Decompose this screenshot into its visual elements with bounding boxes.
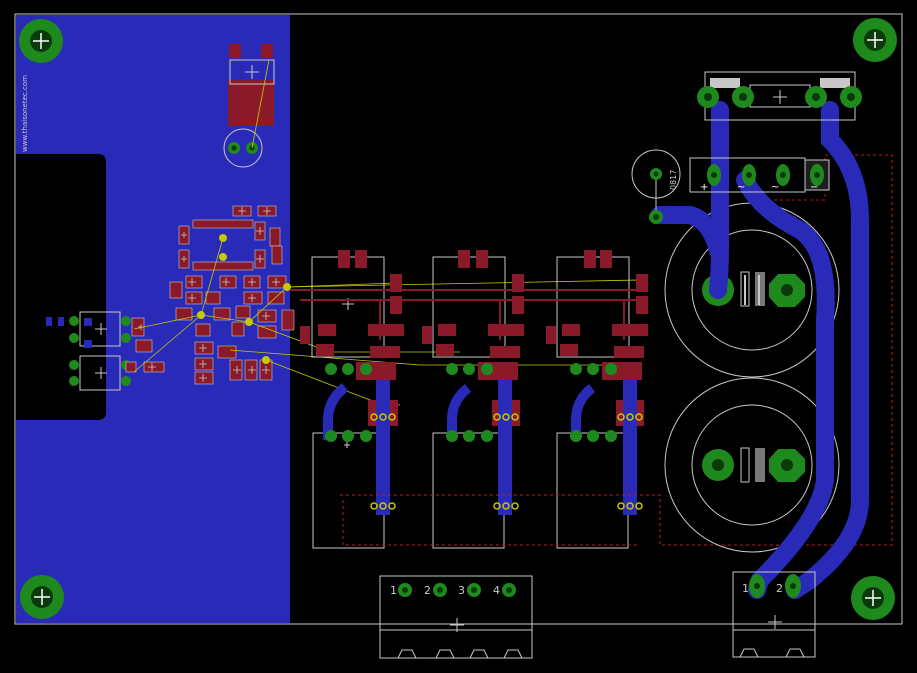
bridge-mark-ac-2: ~	[771, 182, 779, 193]
url-text: www.thaisonetec.com	[21, 75, 29, 152]
top-traces	[290, 289, 640, 340]
pin-label-2: 2	[424, 584, 431, 597]
pin-label-3: 3	[458, 584, 465, 597]
regulator-component	[228, 44, 275, 126]
dashed-outline	[340, 154, 893, 546]
bridge-rectifier: + ~ ~ −	[689, 157, 830, 193]
power-traces	[651, 101, 869, 599]
board-outline	[14, 13, 903, 625]
power-stage-2	[422, 250, 524, 549]
bridge-label-text: 0817	[669, 170, 678, 190]
bridge-mark-minus: −	[810, 182, 818, 193]
bulk-capacitor-bottom	[664, 377, 840, 553]
mounting-holes	[19, 18, 897, 620]
small-cap-top	[223, 59, 270, 168]
mounting-hole-top-right	[853, 18, 897, 62]
mounting-hole-top-left	[19, 19, 63, 63]
power-stage-3	[546, 250, 648, 549]
pin-label-in-2: 2	[776, 582, 783, 595]
connector-2pin: 1 2	[732, 571, 816, 658]
left-ic-pads	[69, 316, 131, 386]
connector-4pin: 1 2 3 4	[379, 575, 533, 659]
bridge-mark-ac-1: ~	[737, 182, 745, 193]
small-capacitor: 0817	[631, 149, 681, 224]
mounting-hole-bottom-right	[851, 576, 895, 620]
smd-cluster-silk	[138, 207, 280, 382]
pin-label-1: 1	[390, 584, 397, 597]
pin-label-4: 4	[493, 584, 500, 597]
power-stage-1	[300, 250, 404, 549]
left-ic-sockets	[46, 311, 121, 391]
pin-label-in-1: 1	[742, 582, 749, 595]
fuse-holder	[697, 71, 862, 121]
mounting-hole-bottom-left	[20, 575, 64, 619]
bridge-mark-plus: +	[700, 182, 708, 193]
